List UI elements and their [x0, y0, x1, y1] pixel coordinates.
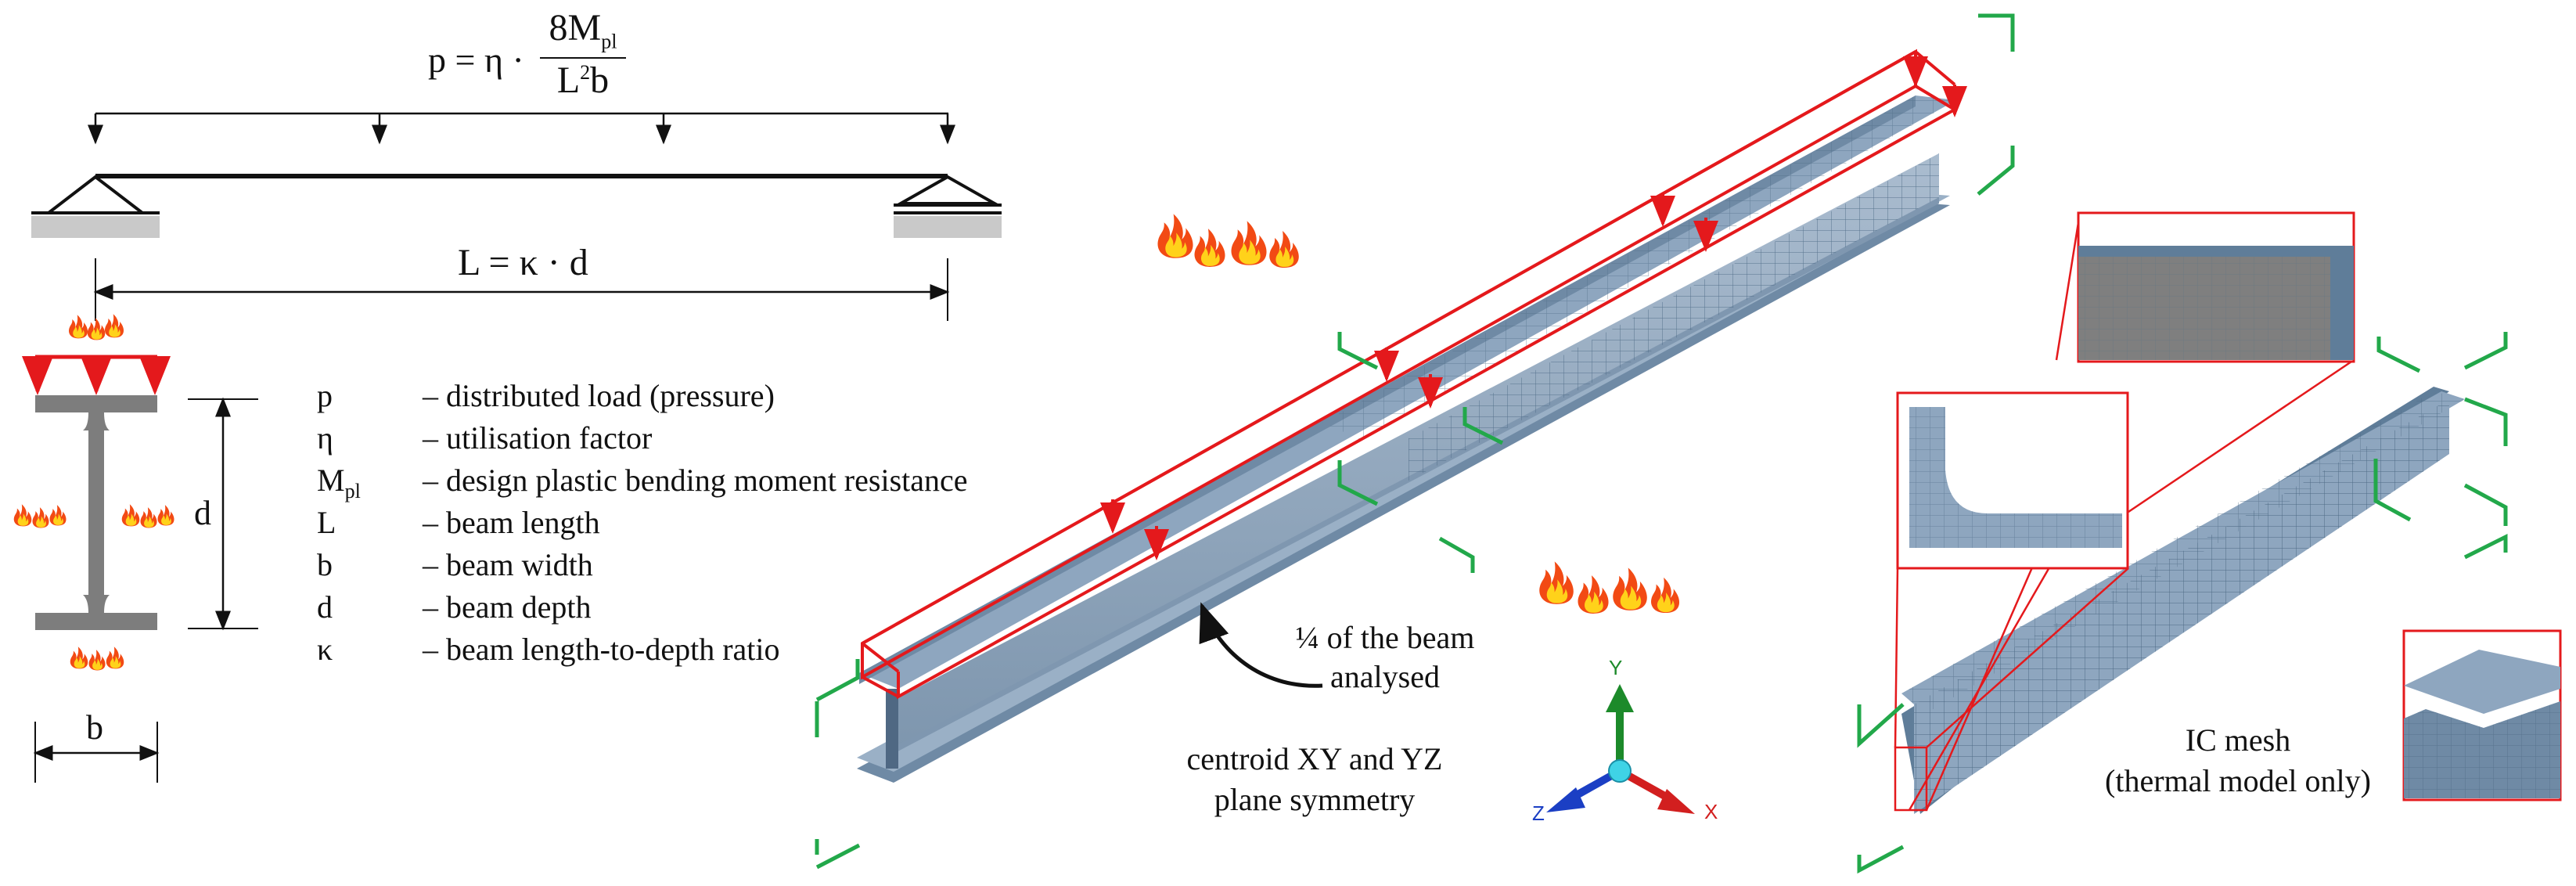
span-label: L = κ · d [458, 242, 588, 283]
formula-denominator: L2b [556, 59, 610, 101]
legend-description: – beam length-to-depth ratio [423, 632, 780, 667]
symmetry-markers-right [1857, 332, 2508, 874]
fire-icon [1194, 229, 1225, 267]
legend-description: – utilisation factor [423, 420, 653, 456]
symmetry-markers [815, 13, 2015, 870]
fire-icon [13, 504, 32, 527]
fire-icon [1578, 575, 1609, 614]
fire-icon [88, 650, 106, 671]
fire-icon [121, 504, 140, 527]
fire-icon [157, 505, 174, 526]
axis-label-y: Y [1609, 656, 1623, 679]
fire-icon [106, 646, 124, 669]
fire-icon [32, 507, 49, 528]
legend-symbol: κ [317, 632, 333, 667]
legend-symbol: d [317, 589, 333, 625]
legend-symbol: Mpl [317, 463, 361, 502]
legend-symbol: L [317, 505, 336, 540]
ic-mesh-label: IC mesh (thermal model only) [2105, 722, 2371, 798]
axis-label-z: Z [1532, 801, 1545, 825]
legend-description: – beam depth [423, 589, 592, 625]
pinned-support [44, 175, 147, 214]
beam-3d-model [857, 49, 1967, 783]
fire-icon [1231, 221, 1267, 265]
support-ground [894, 216, 1002, 238]
fire-icon [105, 314, 124, 338]
width-label: b [86, 708, 103, 747]
fire-icon [1269, 231, 1299, 268]
quarter-pointer-arrow [1199, 602, 1323, 688]
formula-fraction: 8Mpl L2b [540, 9, 626, 99]
quarter-beam-label: ¼ of the beam analysed [1295, 620, 1475, 694]
mesh-model [1894, 211, 2562, 814]
legend-description: – distributed load (pressure) [423, 378, 775, 413]
axis-triad [1546, 684, 1695, 814]
legend-description: – design plastic bending moment resistan… [423, 463, 968, 498]
fire-icon [69, 315, 88, 339]
beam-schematic [31, 112, 1002, 321]
fire-icon [1157, 214, 1193, 258]
load-pressure-box [861, 49, 1917, 680]
fire-icon [49, 505, 67, 526]
fire-icon [1651, 577, 1680, 614]
fire-icon [87, 318, 106, 340]
depth-label: d [194, 494, 211, 532]
legend-symbol: b [317, 547, 333, 582]
beam-line [95, 171, 948, 178]
formula-lhs: p = η · [428, 40, 524, 80]
legend-description: – beam width [423, 547, 593, 582]
roller-support [894, 175, 1001, 205]
support-ground [31, 216, 160, 238]
legend-description: – beam length [423, 505, 600, 540]
fire-icon [1539, 561, 1574, 604]
formula-numerator: 8Mpl [540, 9, 626, 59]
legend-symbol: p [317, 378, 333, 413]
fire-icon [140, 507, 157, 528]
fire-icon [1613, 567, 1647, 610]
symmetry-label: centroid XY and YZ plane symmetry [1186, 741, 1443, 817]
axis-label-x: X [1704, 800, 1718, 823]
fire-icon [70, 646, 88, 669]
load-formula: p = η · [428, 42, 524, 78]
i-section [22, 355, 258, 783]
legend-symbol: η [317, 420, 333, 456]
